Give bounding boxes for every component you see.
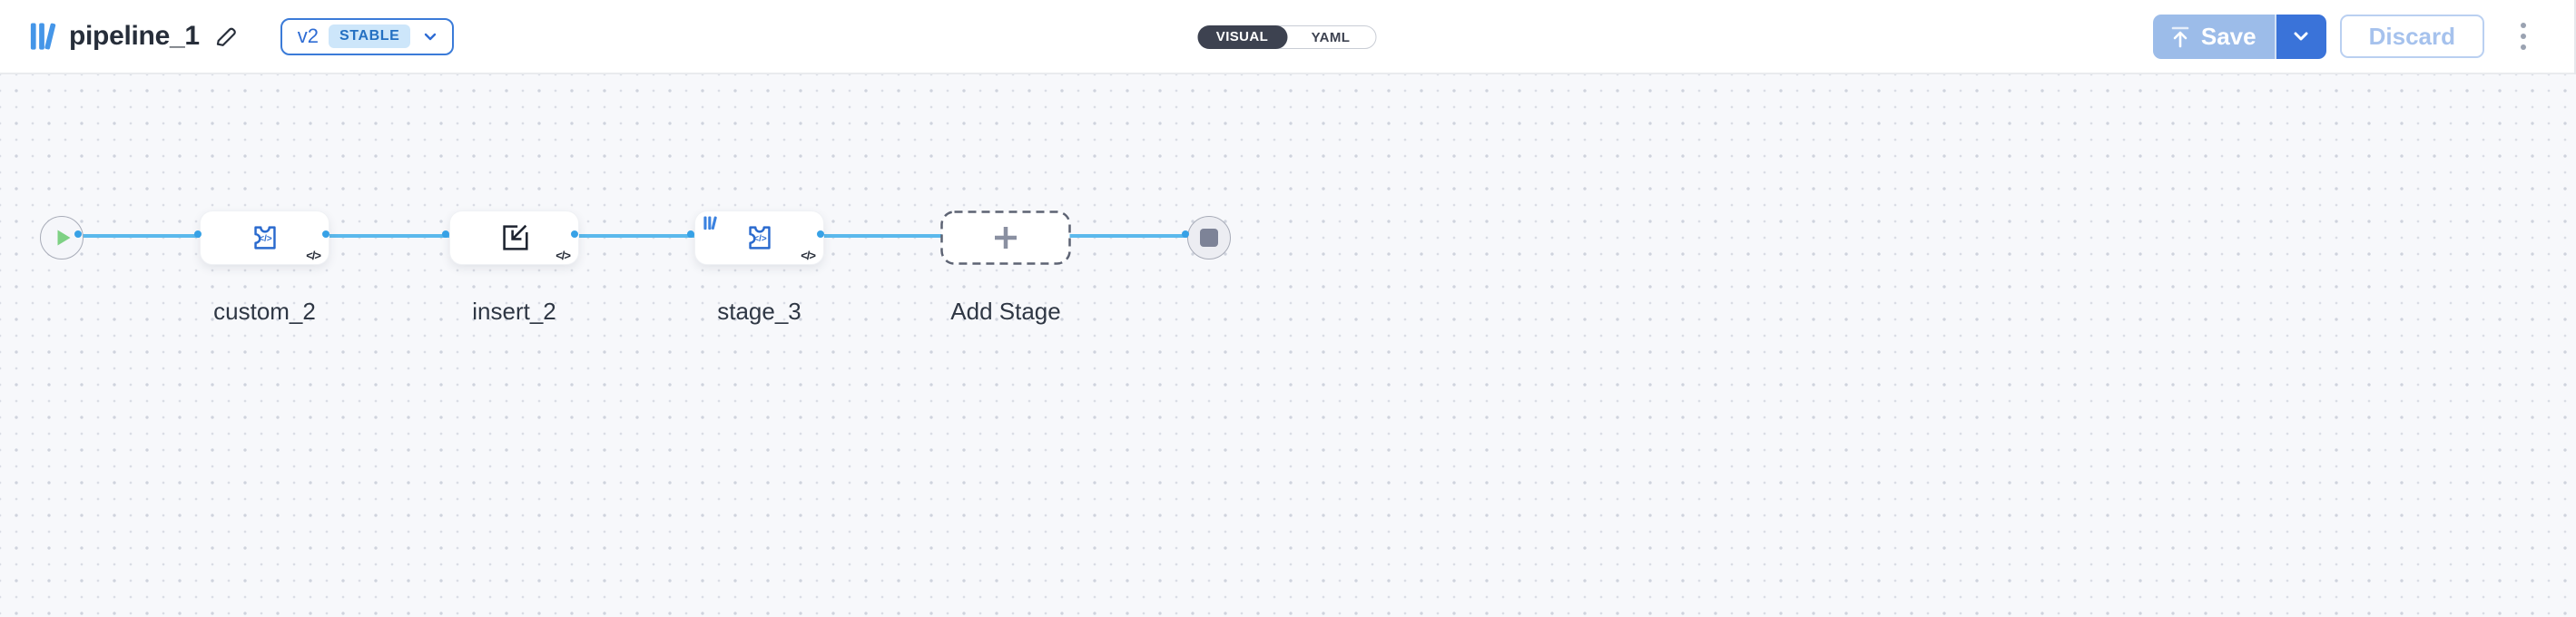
view-mode-toggle: VISUAL YAML bbox=[1197, 24, 1377, 49]
svg-text:</>: </> bbox=[753, 234, 767, 244]
save-label: Save bbox=[2200, 22, 2256, 50]
save-button[interactable]: Save bbox=[2152, 14, 2276, 59]
stage-card[interactable]: </> </> bbox=[694, 211, 824, 265]
port-custom2-in[interactable] bbox=[194, 230, 202, 238]
stage-label: custom_2 bbox=[213, 298, 316, 325]
save-options-button[interactable] bbox=[2276, 14, 2326, 59]
more-options-button[interactable] bbox=[2512, 15, 2534, 58]
port-stage3-out[interactable] bbox=[817, 230, 824, 238]
play-icon bbox=[56, 229, 72, 247]
save-split-button: Save bbox=[2152, 14, 2326, 59]
brand-logo-icon bbox=[703, 216, 718, 230]
top-bar: pipeline_1 v2 STABLE VISUAL YAML bbox=[0, 0, 2574, 74]
stop-icon bbox=[1200, 229, 1218, 247]
add-stage-button[interactable] bbox=[940, 211, 1071, 265]
code-badge-icon: </> bbox=[801, 249, 816, 262]
version-status-badge: STABLE bbox=[328, 24, 411, 48]
port-insert2-out[interactable] bbox=[571, 230, 578, 238]
port-start-out[interactable] bbox=[74, 230, 82, 238]
port-stage3-in[interactable] bbox=[687, 230, 694, 238]
upload-icon bbox=[2169, 24, 2191, 49]
code-badge-icon: </> bbox=[306, 249, 321, 262]
discard-button[interactable]: Discard bbox=[2339, 15, 2484, 58]
version-selector[interactable]: v2 STABLE bbox=[280, 17, 455, 55]
add-stage-label: Add Stage bbox=[950, 298, 1061, 325]
version-label: v2 bbox=[297, 24, 319, 47]
puzzle-code-icon: </> bbox=[248, 220, 282, 255]
plus-icon bbox=[992, 224, 1019, 251]
add-stage-node: Add Stage bbox=[940, 211, 1071, 325]
kebab-icon bbox=[2521, 23, 2526, 28]
import-icon bbox=[497, 220, 532, 255]
pencil-icon bbox=[213, 24, 239, 49]
end-node[interactable] bbox=[1187, 216, 1231, 260]
tab-yaml[interactable]: YAML bbox=[1286, 26, 1376, 48]
chevron-down-icon bbox=[420, 26, 440, 46]
header-actions: Save Discard bbox=[2152, 14, 2534, 59]
svg-text:</>: </> bbox=[259, 234, 272, 244]
pipeline-title: pipeline_1 bbox=[69, 21, 200, 51]
stage-card[interactable]: </> bbox=[449, 211, 579, 265]
app-logo-icon bbox=[30, 22, 57, 52]
tab-visual[interactable]: VISUAL bbox=[1197, 24, 1287, 49]
port-end-in[interactable] bbox=[1182, 230, 1189, 238]
stage-node-custom_2: </> </> custom_2 bbox=[200, 211, 329, 325]
stage-label: stage_3 bbox=[717, 298, 801, 325]
stage-card[interactable]: </> </> bbox=[200, 211, 329, 265]
chevron-down-icon bbox=[2289, 24, 2313, 48]
pipeline-edge[interactable] bbox=[62, 234, 1209, 238]
stage-label: insert_2 bbox=[472, 298, 556, 325]
code-badge-icon: </> bbox=[556, 249, 571, 262]
start-node[interactable] bbox=[40, 216, 84, 260]
edit-title-button[interactable] bbox=[213, 24, 239, 49]
stage-node-insert_2: </> insert_2 bbox=[449, 211, 579, 325]
brand: pipeline_1 bbox=[30, 21, 239, 52]
stage-node-stage_3: </> </> stage_3 bbox=[694, 211, 824, 325]
puzzle-code-icon: </> bbox=[742, 220, 777, 255]
port-insert2-in[interactable] bbox=[442, 230, 449, 238]
port-custom2-out[interactable] bbox=[322, 230, 329, 238]
pipeline-canvas[interactable]: </> </> custom_2 </> insert_2 bbox=[0, 74, 2576, 617]
